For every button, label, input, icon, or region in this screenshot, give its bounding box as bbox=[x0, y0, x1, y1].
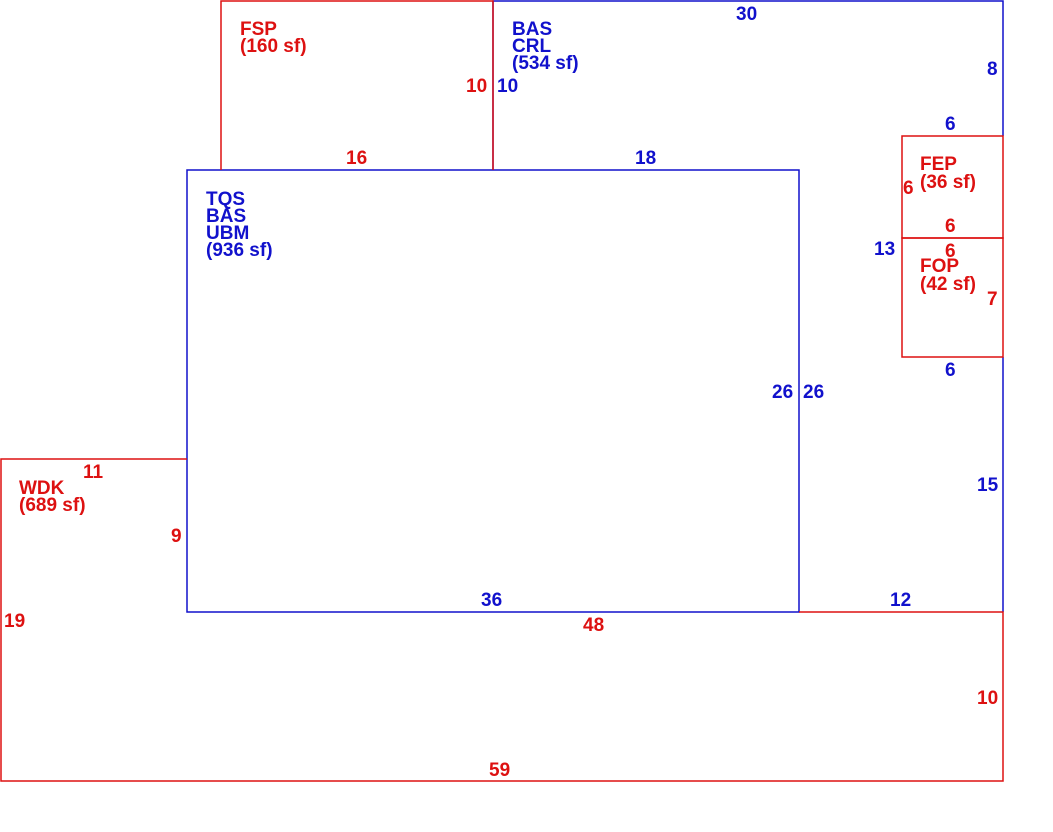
bas-crl-area-label: BAS CRL (534 sf) bbox=[512, 19, 579, 74]
bas-crl-name-1: BAS bbox=[512, 19, 552, 40]
fop-name: FOP bbox=[920, 256, 959, 277]
wdk-outline bbox=[0, 458, 1004, 782]
dim-label: 30 bbox=[736, 4, 757, 25]
dim-label: 26 bbox=[772, 382, 793, 403]
dim-label: 6 bbox=[945, 241, 956, 262]
dim-label: 6 bbox=[945, 216, 956, 237]
fsp-outline bbox=[220, 0, 494, 170]
bas-crl-area: (534 sf) bbox=[512, 53, 579, 74]
dim-label: 12 bbox=[890, 590, 911, 611]
fep-area-label: FEP (36 sf) bbox=[920, 154, 976, 193]
crl-outline bbox=[492, 0, 1004, 170]
dim-label: 13 bbox=[874, 239, 895, 260]
dim-label: 10 bbox=[497, 76, 518, 97]
fsp-area-label: FSP (160 sf) bbox=[240, 19, 307, 57]
fop-outline bbox=[901, 237, 1004, 358]
fep-area: (36 sf) bbox=[920, 172, 976, 193]
dim-label: 15 bbox=[977, 475, 999, 496]
dim-label: 10 bbox=[977, 688, 998, 709]
dim-label: 6 bbox=[903, 178, 914, 199]
fsp-area: (160 sf) bbox=[240, 36, 307, 57]
main-area-outline bbox=[186, 169, 800, 613]
tqs-name-2: BAS bbox=[206, 206, 246, 227]
dim-label: 11 bbox=[83, 462, 104, 483]
dim-label: 48 bbox=[583, 615, 604, 636]
bas-crl-name-2: CRL bbox=[512, 36, 551, 57]
dim-label: 59 bbox=[489, 760, 510, 781]
dim-label: 8 bbox=[987, 59, 998, 80]
dim-label: 16 bbox=[346, 148, 367, 169]
tqs-name-3: UBM bbox=[206, 223, 249, 244]
dim-label: 26 bbox=[803, 382, 824, 403]
fop-area-label: FOP (42 sf) bbox=[920, 256, 976, 295]
tqs-name-1: TQS bbox=[206, 189, 245, 210]
tqs-bas-ubm-area-label: TQS BAS UBM (936 sf) bbox=[206, 189, 273, 261]
dim-label: 19 bbox=[4, 611, 25, 632]
fop-area: (42 sf) bbox=[920, 274, 976, 295]
dim-label: 36 bbox=[481, 590, 502, 611]
dim-label: 6 bbox=[945, 360, 956, 381]
dim-label: 18 bbox=[635, 148, 656, 169]
dim-label: 10 bbox=[466, 76, 487, 97]
wdk-area-label: WDK (689 sf) bbox=[19, 478, 86, 516]
dim-label: 9 bbox=[171, 526, 182, 547]
fsp-name: FSP bbox=[240, 19, 277, 40]
tqs-area: (936 sf) bbox=[206, 240, 273, 261]
wdk-name: WDK bbox=[19, 478, 65, 499]
wdk-area: (689 sf) bbox=[19, 495, 86, 516]
dim-label: 7 bbox=[987, 289, 998, 310]
dim-label: 6 bbox=[945, 114, 956, 135]
fep-name: FEP bbox=[920, 154, 957, 175]
